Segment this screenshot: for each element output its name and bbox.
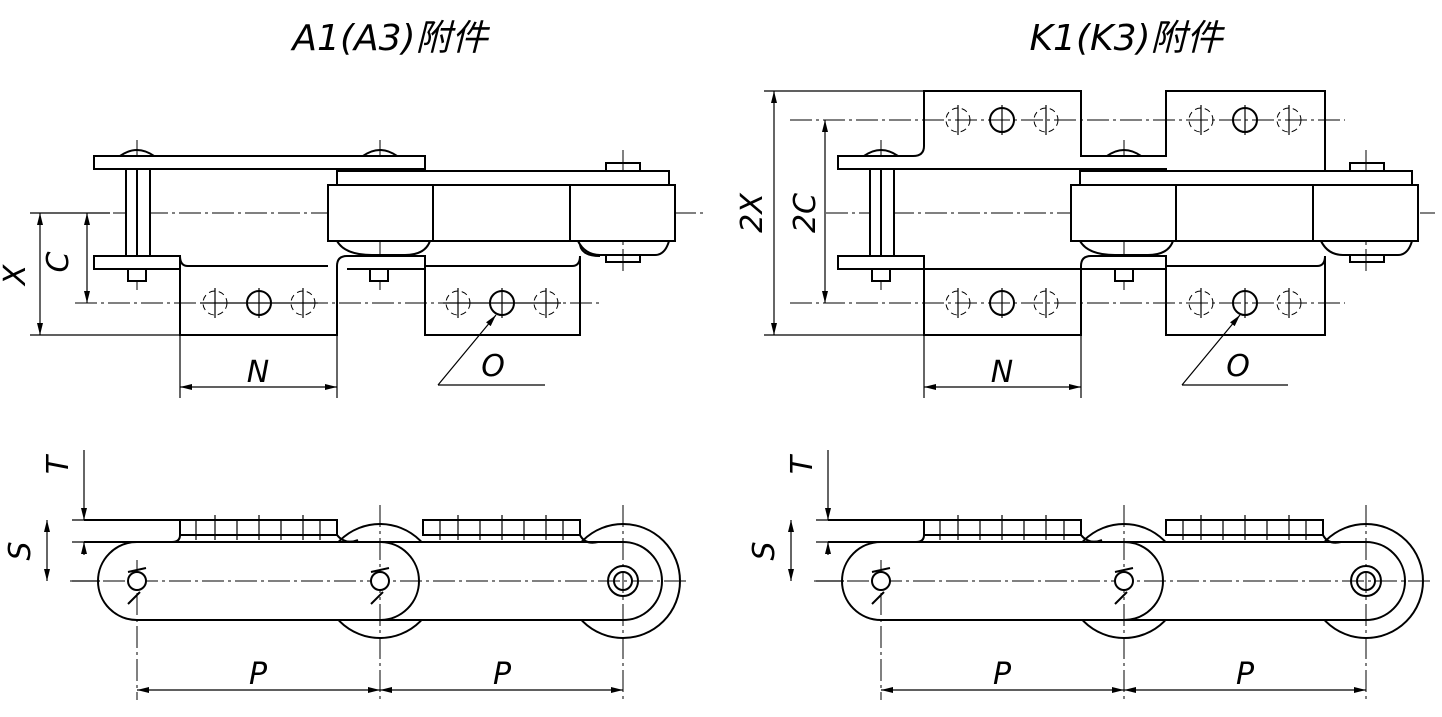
- dim-t-label: T: [41, 453, 76, 474]
- pin-head: [1114, 571, 1134, 591]
- attachment-tab: [84, 519, 181, 543]
- inner-plate-top: [336, 170, 670, 186]
- hole-optional: [1033, 290, 1059, 316]
- upper-attachment: [837, 90, 1326, 172]
- bush-inner: [613, 571, 633, 591]
- a1-side-view: T S P P: [3, 450, 690, 700]
- dim-n-label: N: [247, 355, 269, 390]
- k1-top-view: 2X 2C N O: [735, 90, 1435, 398]
- inner-link-body: [327, 184, 676, 242]
- roller-edge: [1106, 149, 1142, 157]
- bush: [607, 565, 639, 597]
- outer-plate-bottom: [93, 255, 181, 270]
- roller-lower: [336, 240, 431, 256]
- pin-head: [1349, 255, 1385, 263]
- dim-s-label: S: [747, 541, 782, 560]
- attachment-edge: [179, 255, 328, 267]
- strip-curve: [1322, 534, 1342, 544]
- cotter: [871, 567, 891, 605]
- roller-edge: [863, 149, 899, 157]
- dim-x-label: X: [0, 263, 33, 287]
- dim-2x-label: 2X: [735, 192, 770, 233]
- strip-ticks: [939, 515, 1307, 540]
- hole-optional: [1188, 290, 1214, 316]
- cotter: [370, 567, 390, 605]
- hole-optional: [945, 107, 971, 133]
- pin-lock: [369, 268, 389, 282]
- pin-head: [871, 571, 891, 591]
- a1-top-view: X C N O: [0, 140, 705, 398]
- pin-head: [605, 255, 641, 263]
- pin-lock: [871, 268, 891, 282]
- lower-attachment: [837, 255, 1326, 336]
- roller-lower: [1320, 240, 1413, 256]
- bush-inner: [1356, 571, 1376, 591]
- hole-optional: [945, 290, 971, 316]
- title-right: K1(K3)附件: [1029, 18, 1225, 59]
- cotter: [1114, 567, 1134, 605]
- roller-lower: [577, 240, 670, 256]
- dim-p-label: P: [993, 657, 1012, 692]
- dim-p-label: P: [493, 657, 512, 692]
- strip-curve: [579, 534, 599, 544]
- dim-s-label: S: [3, 541, 38, 560]
- inner-plate-top: [1079, 170, 1413, 186]
- holes: [945, 105, 1302, 318]
- bush: [1350, 565, 1382, 597]
- dim-n-label: N: [991, 355, 1013, 390]
- dim-p-label: P: [1236, 657, 1255, 692]
- hole-optional: [1276, 290, 1302, 316]
- dim-p-label: P: [249, 657, 268, 692]
- dim-o-label: O: [481, 349, 505, 384]
- pin-head: [605, 162, 641, 171]
- hole-optional: [1033, 107, 1059, 133]
- pin-head: [1349, 162, 1385, 171]
- strip-curve: [1080, 534, 1103, 543]
- pin-head: [127, 571, 147, 591]
- inner-link-body: [1070, 184, 1419, 242]
- holes: [200, 288, 561, 318]
- pin-lock: [127, 268, 147, 282]
- roller-lower: [1079, 240, 1174, 256]
- dim-o-label: O: [1226, 349, 1250, 384]
- strip-ticks: [195, 515, 564, 540]
- title-left: A1(A3)附件: [290, 18, 490, 59]
- dim-c-label: C: [41, 251, 76, 272]
- roller-edge: [119, 149, 155, 157]
- attachment-tab: [828, 519, 925, 543]
- dim-2c-label: 2C: [788, 193, 823, 233]
- pin-head: [370, 571, 390, 591]
- strip-curve: [336, 534, 359, 543]
- cotter: [127, 567, 147, 605]
- hole-optional: [1188, 107, 1214, 133]
- attachment-edge: [579, 244, 601, 257]
- k1-side-view: T S P P: [747, 450, 1432, 700]
- dim-t-label: T: [785, 453, 820, 474]
- hole-optional: [1276, 107, 1302, 133]
- roller-edge: [362, 149, 398, 157]
- pin-lock: [1114, 268, 1134, 282]
- outer-plate-top: [93, 155, 426, 170]
